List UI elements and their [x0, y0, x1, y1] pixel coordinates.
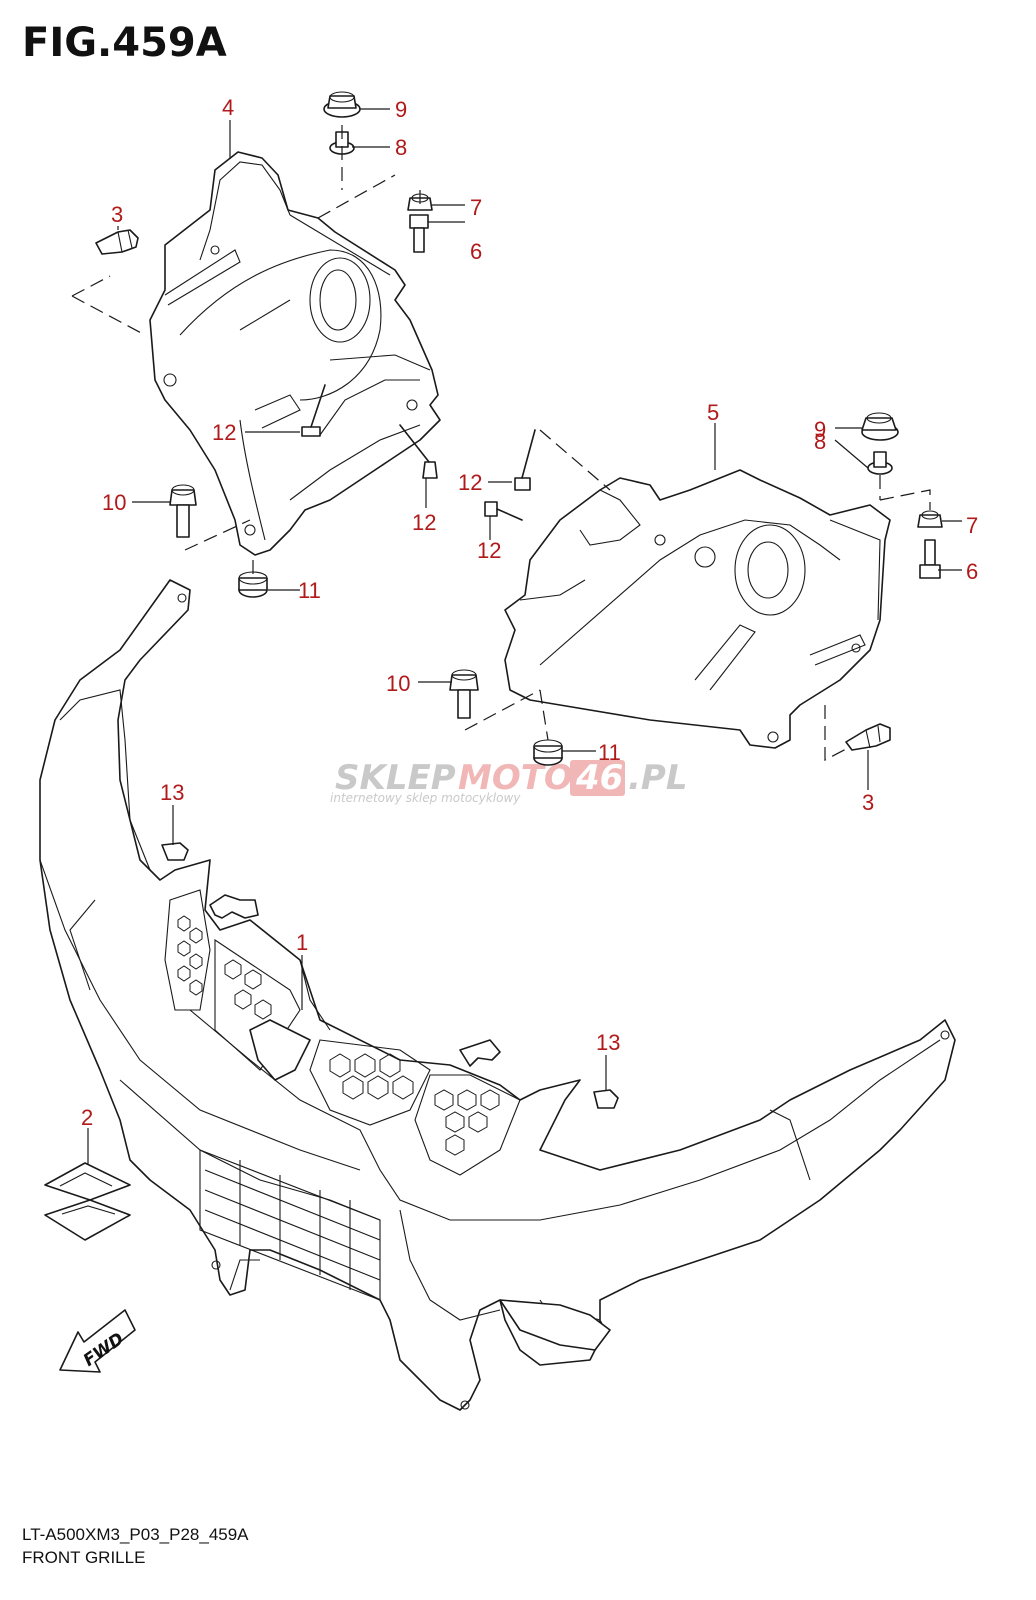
part-12-screw-d — [484, 501, 523, 521]
figure-title: FIG.459A — [22, 20, 227, 66]
part-12-screw-c — [514, 429, 536, 491]
part-11-grommet-a — [238, 571, 268, 598]
callout-9-b: 9 — [814, 417, 826, 442]
watermark: SKLEP MOTO 46 .PL internetowy sklep moto… — [330, 758, 688, 805]
callout-3-b: 3 — [862, 790, 874, 815]
callout-7-a: 7 — [470, 195, 482, 220]
part-6-bolt-a — [409, 214, 429, 253]
figure-name: FRONT GRILLE — [22, 1548, 146, 1567]
part-12-screw-b — [399, 424, 438, 479]
assembly-lines — [71, 125, 931, 761]
part-13-clip-a — [161, 842, 189, 861]
part-1-front-grille — [39, 579, 956, 1411]
callout-8-a: 8 — [395, 135, 407, 160]
callout-12-c: 12 — [458, 470, 482, 495]
callout-2: 2 — [81, 1105, 93, 1130]
model-code: LT-A500XM3_P03_P28_459A — [22, 1525, 249, 1544]
part-3-clip-a — [95, 229, 139, 255]
watermark-tagline: internetowy sklep motocyklowy — [330, 791, 521, 805]
callout-8-b: 8 — [814, 429, 826, 454]
part-2-emblem — [44, 1162, 131, 1241]
watermark-brand-3: 46 — [575, 758, 623, 798]
part-4-inner-panel-left — [149, 151, 441, 556]
callout-4: 4 — [222, 95, 234, 120]
callout-5: 5 — [707, 400, 719, 425]
callout-13-b: 13 — [596, 1030, 620, 1055]
callout-12-a: 12 — [212, 420, 236, 445]
part-8-collar-b — [867, 451, 893, 475]
callout-6-a: 6 — [470, 239, 482, 264]
callout-3-a: 3 — [111, 202, 123, 227]
part-10-bolt-a — [169, 484, 197, 538]
part-9-grommet-a — [323, 91, 361, 118]
watermark-brand-4: .PL — [628, 758, 688, 798]
part-5-inner-panel-right — [504, 469, 891, 749]
callout-10-b: 10 — [386, 671, 410, 696]
leader-lines — [87, 108, 962, 1165]
callout-11-b: 11 — [598, 740, 621, 765]
callout-10-a: 10 — [102, 490, 126, 515]
callout-12-b: 12 — [412, 510, 436, 535]
part-11-grommet-b — [533, 739, 563, 766]
callout-12-d: 12 — [477, 538, 501, 563]
callout-11-a: 11 — [298, 578, 321, 603]
part-9-grommet-b — [861, 412, 899, 441]
callout-7-b: 7 — [966, 513, 978, 538]
hardware-parts — [44, 91, 943, 1241]
watermark-badge — [570, 760, 625, 796]
fwd-arrow: FWD — [59, 1309, 136, 1373]
part-12-screw-a — [301, 384, 326, 437]
callout-9-a: 9 — [395, 97, 407, 122]
part-3-clip-b — [845, 723, 891, 751]
part-13-clip-b — [593, 1089, 619, 1109]
callout-13-a: 13 — [160, 780, 184, 805]
part-7-nut-b — [917, 510, 943, 528]
callout-6-b: 6 — [966, 559, 978, 584]
part-10-bolt-b — [449, 669, 479, 719]
watermark-brand-1: SKLEP — [335, 758, 456, 798]
callout-numbers: 9 8 7 6 4 3 12 12 10 11 5 9 8 7 6 12 12 … — [81, 95, 978, 1130]
part-6-bolt-b — [919, 539, 941, 579]
callout-1: 1 — [296, 930, 308, 955]
